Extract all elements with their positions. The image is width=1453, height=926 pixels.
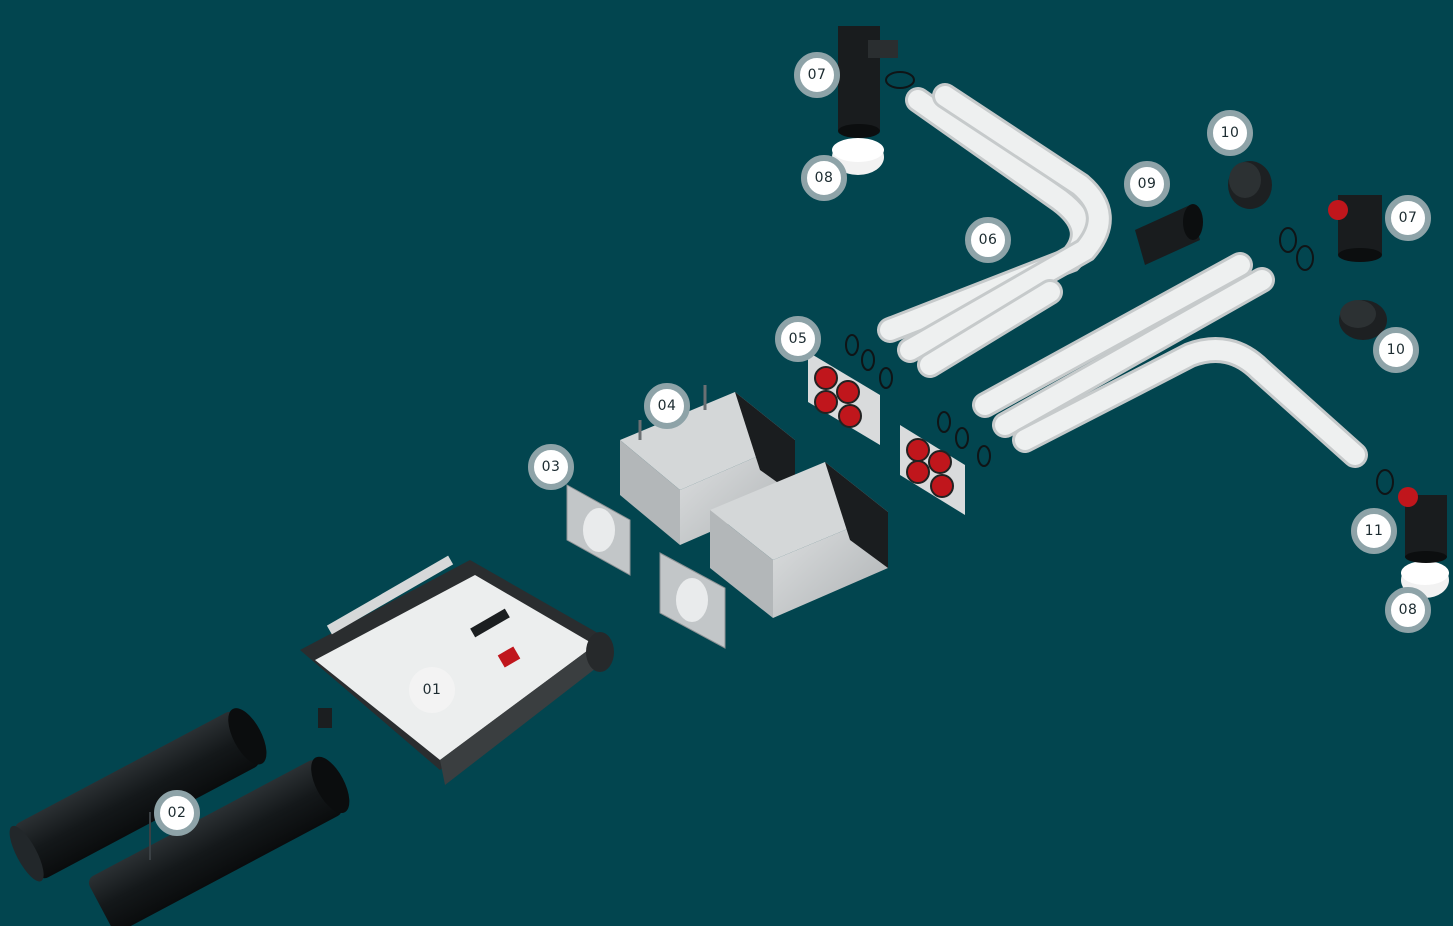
callout-08-top: 08 [801,155,847,201]
callout-07-top: 07 [794,52,840,98]
callout-07-right: 07 [1385,195,1431,241]
callout-11: 11 [1351,508,1397,554]
callout-02: 02 [154,790,200,836]
callout-06: 06 [965,217,1011,263]
terminal-connector-icon [838,26,1382,270]
flexible-hose-icon [890,96,1355,455]
callout-05: 05 [775,316,821,362]
callout-10-right: 10 [1373,327,1419,373]
callout-04: 04 [644,383,690,429]
callout-09: 09 [1124,161,1170,207]
callout-10-top: 10 [1207,110,1253,156]
callout-03: 03 [528,444,574,490]
callout-08-bottom: 08 [1385,587,1431,633]
ventilation-unit-icon [300,556,614,785]
adapter-sleeve-icon [1135,204,1203,265]
callout-01: 01 [409,667,455,713]
